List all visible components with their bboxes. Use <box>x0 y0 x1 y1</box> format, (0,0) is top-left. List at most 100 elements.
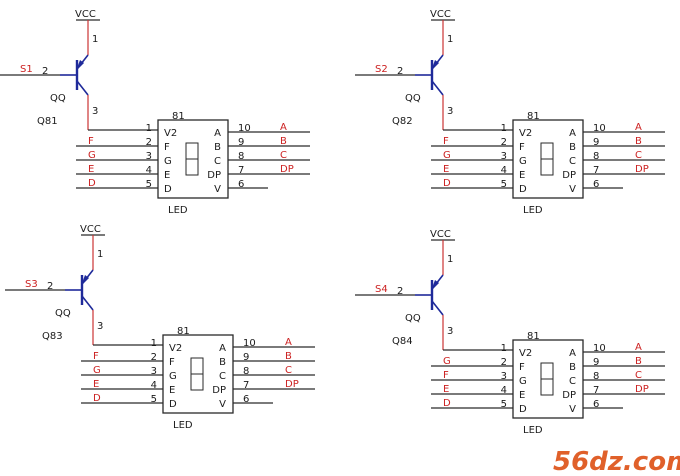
base-pin-number: 2 <box>397 286 403 297</box>
pin-name-dp: DP <box>562 170 576 181</box>
pin-number-9: 9 <box>243 352 249 363</box>
pin-number-3: 3 <box>501 371 507 382</box>
pin-name-d: D <box>169 399 177 410</box>
pin-number-5: 5 <box>501 179 507 190</box>
net-label-b: B <box>635 356 642 367</box>
net-label-e: E <box>93 379 99 390</box>
transistor-collector-leg <box>81 295 94 311</box>
display-part-label: LED <box>523 205 543 216</box>
net-label-e: E <box>443 384 449 395</box>
net-label-dp: DP <box>635 164 649 175</box>
net-label-c: C <box>280 150 287 161</box>
transistor-collector-leg <box>431 80 444 96</box>
net-label-dp: DP <box>285 379 299 390</box>
pin-name-v2: V2 <box>519 348 532 359</box>
display-ref-label: 81 <box>172 111 185 122</box>
pin-name-v: V <box>214 184 221 195</box>
pin-name-c: C <box>219 371 226 382</box>
led-display-body <box>157 119 229 199</box>
transistor-ref-label: Q84 <box>392 336 413 347</box>
emitter-pin-number: 1 <box>447 254 453 265</box>
pin-name-f: F <box>164 142 170 153</box>
pin-name-f: F <box>169 357 175 368</box>
pin-name-v: V <box>569 404 576 415</box>
pin-number-9: 9 <box>593 137 599 148</box>
pin-name-v2: V2 <box>169 343 182 354</box>
transistor-arrow-icon <box>431 280 439 291</box>
segment-box-lower <box>540 158 554 176</box>
pin-name-dp: DP <box>562 390 576 401</box>
pin-number-2: 2 <box>501 357 507 368</box>
pin-name-dp: DP <box>212 385 226 396</box>
pin-number-6: 6 <box>243 394 249 405</box>
pin-name-v: V <box>569 184 576 195</box>
pin-number-10: 10 <box>238 123 251 134</box>
segment-box-upper <box>190 357 204 375</box>
net-label-d: D <box>88 178 96 189</box>
collector-pin-number: 3 <box>447 326 453 337</box>
base-pin-number: 2 <box>47 281 53 292</box>
pin-number-8: 8 <box>593 371 599 382</box>
collector-pin-number: 3 <box>92 106 98 117</box>
pin-number-2: 2 <box>501 137 507 148</box>
net-label-a: A <box>285 337 292 348</box>
pin-number-7: 7 <box>593 385 599 396</box>
net-label-f: F <box>443 370 449 381</box>
pin-name-e: E <box>519 170 525 181</box>
pin-name-a: A <box>569 128 576 139</box>
net-label-b: B <box>635 136 642 147</box>
pin-name-e: E <box>164 170 170 181</box>
pin-name-d: D <box>519 184 527 195</box>
pin-number-5: 5 <box>151 394 157 405</box>
pin-number-7: 7 <box>243 380 249 391</box>
pin-number-8: 8 <box>593 151 599 162</box>
display-ref-label: 81 <box>177 326 190 337</box>
transistor-type-label: QQ <box>55 308 71 319</box>
net-label-g: G <box>443 356 451 367</box>
collector-pin-number: 3 <box>97 321 103 332</box>
net-label-g: G <box>88 150 96 161</box>
display-part-label: LED <box>173 420 193 431</box>
net-label-c: C <box>635 370 642 381</box>
pin-number-3: 3 <box>151 366 157 377</box>
pin-name-g: G <box>169 371 177 382</box>
pin-name-dp: DP <box>207 170 221 181</box>
pin-number-9: 9 <box>238 137 244 148</box>
transistor-arrow-icon <box>81 275 89 286</box>
net-label-dp: DP <box>635 384 649 395</box>
pin-name-b: B <box>569 142 576 153</box>
net-label-c: C <box>285 365 292 376</box>
transistor-collector-leg <box>431 300 444 316</box>
net-label-b: B <box>285 351 292 362</box>
collector-pin-number: 3 <box>447 106 453 117</box>
transistor-ref-label: Q83 <box>42 331 63 342</box>
pin-name-d: D <box>519 404 527 415</box>
pin-number-10: 10 <box>243 338 256 349</box>
pin-number-1: 1 <box>146 123 152 134</box>
pin-name-f: F <box>519 362 525 373</box>
pin-name-c: C <box>214 156 221 167</box>
net-label-d: D <box>93 393 101 404</box>
pin-name-b: B <box>219 357 226 368</box>
emitter-pin-number: 1 <box>447 34 453 45</box>
pin-name-v2: V2 <box>164 128 177 139</box>
segment-box-lower <box>185 158 199 176</box>
transistor-arrow-icon <box>431 60 439 71</box>
led-display-body <box>512 119 584 199</box>
pin-number-2: 2 <box>151 352 157 363</box>
segment-box-upper <box>540 142 554 160</box>
pin-number-5: 5 <box>146 179 152 190</box>
pin-number-7: 7 <box>238 165 244 176</box>
pin-number-7: 7 <box>593 165 599 176</box>
net-label-d: D <box>443 178 451 189</box>
transistor-ref-label: Q82 <box>392 116 413 127</box>
led-display-body <box>162 334 234 414</box>
pin-number-6: 6 <box>593 179 599 190</box>
pin-name-a: A <box>219 343 226 354</box>
transistor-collector-leg <box>76 80 89 96</box>
display-part-label: LED <box>523 425 543 436</box>
pin-name-g: G <box>519 376 527 387</box>
